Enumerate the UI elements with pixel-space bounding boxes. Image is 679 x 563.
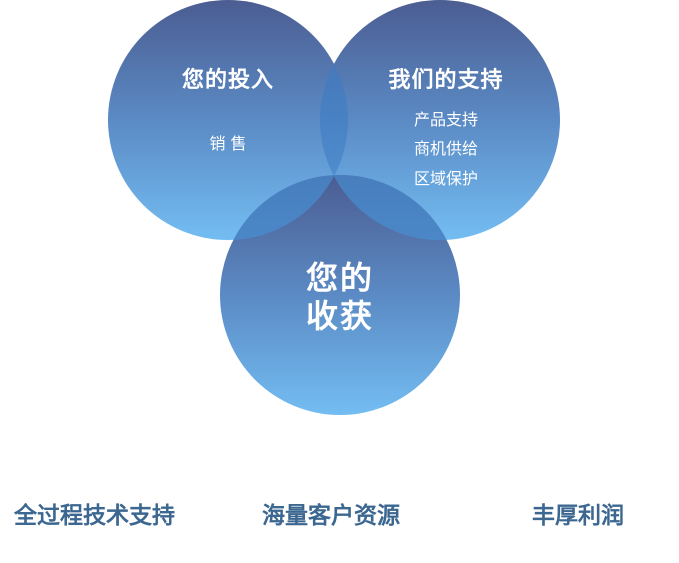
circle-your-input: [108, 0, 348, 240]
benefit-customer-resources: 海量客户资源: [262, 503, 400, 529]
our-support-item-product: 产品支持: [413, 110, 478, 129]
your-gain-title-line2: 收获: [305, 297, 374, 335]
circle-our-support: [320, 0, 560, 240]
your-gain-title-line1: 您的: [305, 259, 374, 297]
benefit-profit: 丰厚利润: [532, 503, 624, 529]
circle-your-gain: [220, 175, 460, 415]
our-support-title: 我们的支持: [388, 68, 504, 93]
our-support-item-territory: 区域保护: [413, 169, 478, 188]
your-input-title: 您的投入: [181, 68, 274, 93]
benefit-tech-support: 全过程技术支持: [14, 503, 175, 529]
our-support-item-opportunity: 商机供给: [413, 139, 478, 158]
your-input-item: 销 售: [209, 134, 247, 153]
